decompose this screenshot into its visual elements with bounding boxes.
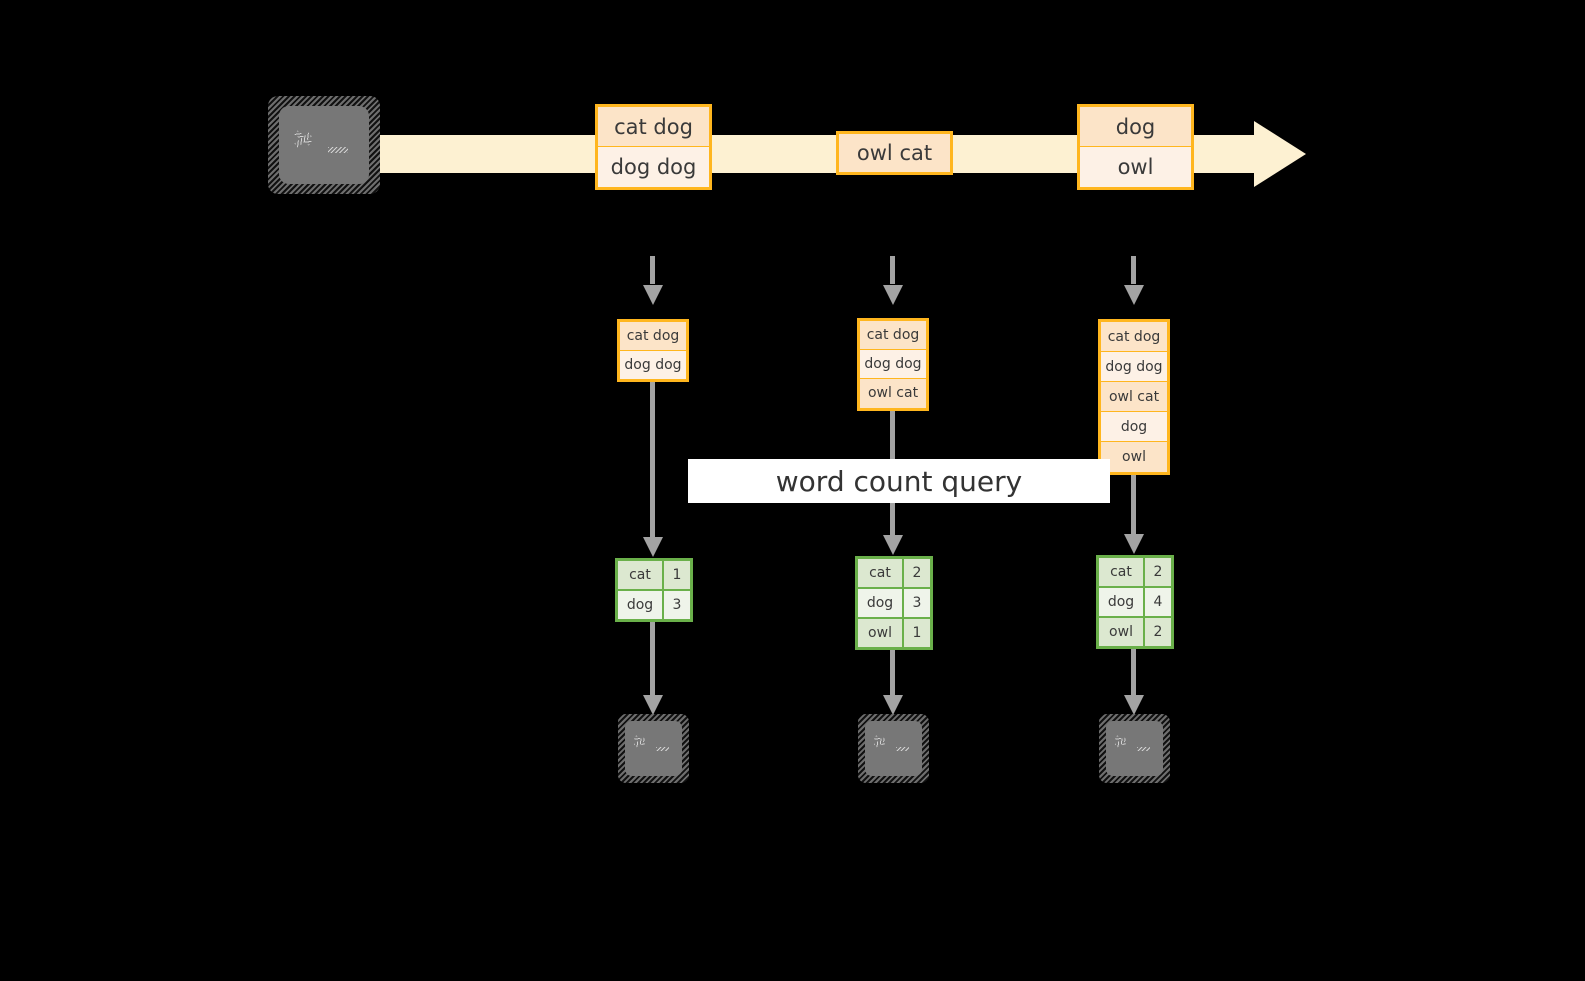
snapshot-2-query-arrowhead xyxy=(883,535,903,555)
snapshot-1-sink-terminal-icon[interactable] xyxy=(618,714,689,783)
table-row: owl 2 xyxy=(1099,618,1171,646)
snapshot-1-input-row: cat dog xyxy=(620,322,686,351)
snapshot-1-query-connector xyxy=(650,382,655,540)
table-row: cat 2 xyxy=(858,559,930,589)
terminal-cursor-icon xyxy=(1137,747,1150,751)
snapshot-1-input-row: dog dog xyxy=(620,350,686,379)
query-banner: word count query xyxy=(688,459,1110,503)
snapshot-1-result-table: cat 1 dog 3 xyxy=(615,558,693,622)
snapshot-3-query-arrowhead xyxy=(1124,534,1144,554)
snapshot-2-result-table: cat 2 dog 3 owl 1 xyxy=(855,556,933,650)
stream-event: owl xyxy=(1080,147,1191,187)
snapshot-1-sink-connector xyxy=(650,622,655,698)
snapshot-2-dashed-connector xyxy=(890,256,895,284)
snapshot-2-sink-terminal-icon[interactable] xyxy=(858,714,929,783)
table-row: owl 1 xyxy=(858,619,930,647)
snapshot-2-input-row: dog dog xyxy=(860,350,926,379)
snapshot-1-dashed-arrowhead xyxy=(643,285,663,305)
source-terminal-icon[interactable] xyxy=(268,96,380,194)
result-word: dog xyxy=(618,591,664,619)
snapshot-3-input-row: cat dog xyxy=(1101,322,1167,352)
result-word: cat xyxy=(618,561,664,589)
query-label: word count query xyxy=(775,464,1023,498)
stream-event: cat dog xyxy=(598,107,709,147)
result-count: 3 xyxy=(664,591,690,619)
result-word: cat xyxy=(1099,558,1145,586)
stream-group-2: owl cat xyxy=(836,131,953,175)
table-row: cat 2 xyxy=(1099,558,1171,588)
result-count: 2 xyxy=(1145,618,1171,646)
snapshot-1-input-stack: cat dog dog dog xyxy=(617,319,689,382)
table-row: dog 3 xyxy=(618,591,690,619)
snapshot-3-input-row: owl xyxy=(1101,442,1167,472)
snapshot-3-query-connector xyxy=(1131,475,1136,537)
snapshot-2-input-stack: cat dog dog dog owl cat xyxy=(857,318,929,411)
result-word: dog xyxy=(1099,588,1145,616)
snapshot-3-dashed-arrowhead xyxy=(1124,285,1144,305)
snapshot-3-input-row: owl cat xyxy=(1101,382,1167,412)
terminal-prompt-icon xyxy=(1114,732,1132,750)
result-count: 2 xyxy=(904,559,930,587)
snapshot-1-sink-arrowhead xyxy=(643,695,663,715)
snapshot-3-input-stack: cat dog dog dog owl cat dog owl xyxy=(1098,319,1170,475)
terminal-prompt-icon xyxy=(873,732,891,750)
table-row: dog 4 xyxy=(1099,588,1171,618)
result-count: 4 xyxy=(1145,588,1171,616)
result-word: cat xyxy=(858,559,904,587)
snapshot-2-sink-connector xyxy=(890,650,895,698)
snapshot-2-sink-arrowhead xyxy=(883,695,903,715)
stream-group-1: cat dog dog dog xyxy=(595,104,712,190)
result-word: owl xyxy=(858,619,904,647)
terminal-cursor-icon xyxy=(656,747,669,751)
snapshot-2-input-row: cat dog xyxy=(860,321,926,350)
terminal-prompt-icon xyxy=(633,732,651,750)
snapshot-2-dashed-arrowhead xyxy=(883,285,903,305)
snapshot-3-input-row: dog xyxy=(1101,412,1167,442)
result-count: 3 xyxy=(904,589,930,617)
snapshot-2-input-row: owl cat xyxy=(860,378,926,408)
stream-group-3: dog owl xyxy=(1077,104,1194,190)
terminal-screen xyxy=(279,106,369,184)
result-count: 1 xyxy=(664,561,690,589)
result-count: 2 xyxy=(1145,558,1171,586)
snapshot-3-input-row: dog dog xyxy=(1101,352,1167,382)
terminal-cursor-icon xyxy=(896,747,909,751)
terminal-screen xyxy=(625,721,682,776)
terminal-screen xyxy=(865,721,922,776)
terminal-cursor-icon xyxy=(328,147,348,153)
snapshot-3-sink-terminal-icon[interactable] xyxy=(1099,714,1170,783)
stream-event: dog dog xyxy=(598,147,709,187)
snapshot-1-dashed-connector xyxy=(650,256,655,284)
stream-arrowhead xyxy=(1254,121,1306,187)
table-row: dog 3 xyxy=(858,589,930,619)
snapshot-3-dashed-connector xyxy=(1131,256,1136,284)
snapshot-1-query-arrowhead xyxy=(643,537,663,557)
snapshot-3-sink-connector xyxy=(1131,649,1136,698)
snapshot-3-sink-arrowhead xyxy=(1124,695,1144,715)
terminal-prompt-icon xyxy=(294,126,321,152)
result-word: owl xyxy=(1099,618,1145,646)
terminal-screen xyxy=(1106,721,1163,776)
table-row: cat 1 xyxy=(618,561,690,591)
result-count: 1 xyxy=(904,619,930,647)
result-word: dog xyxy=(858,589,904,617)
snapshot-3-result-table: cat 2 dog 4 owl 2 xyxy=(1096,555,1174,649)
stream-event: dog xyxy=(1080,107,1191,147)
